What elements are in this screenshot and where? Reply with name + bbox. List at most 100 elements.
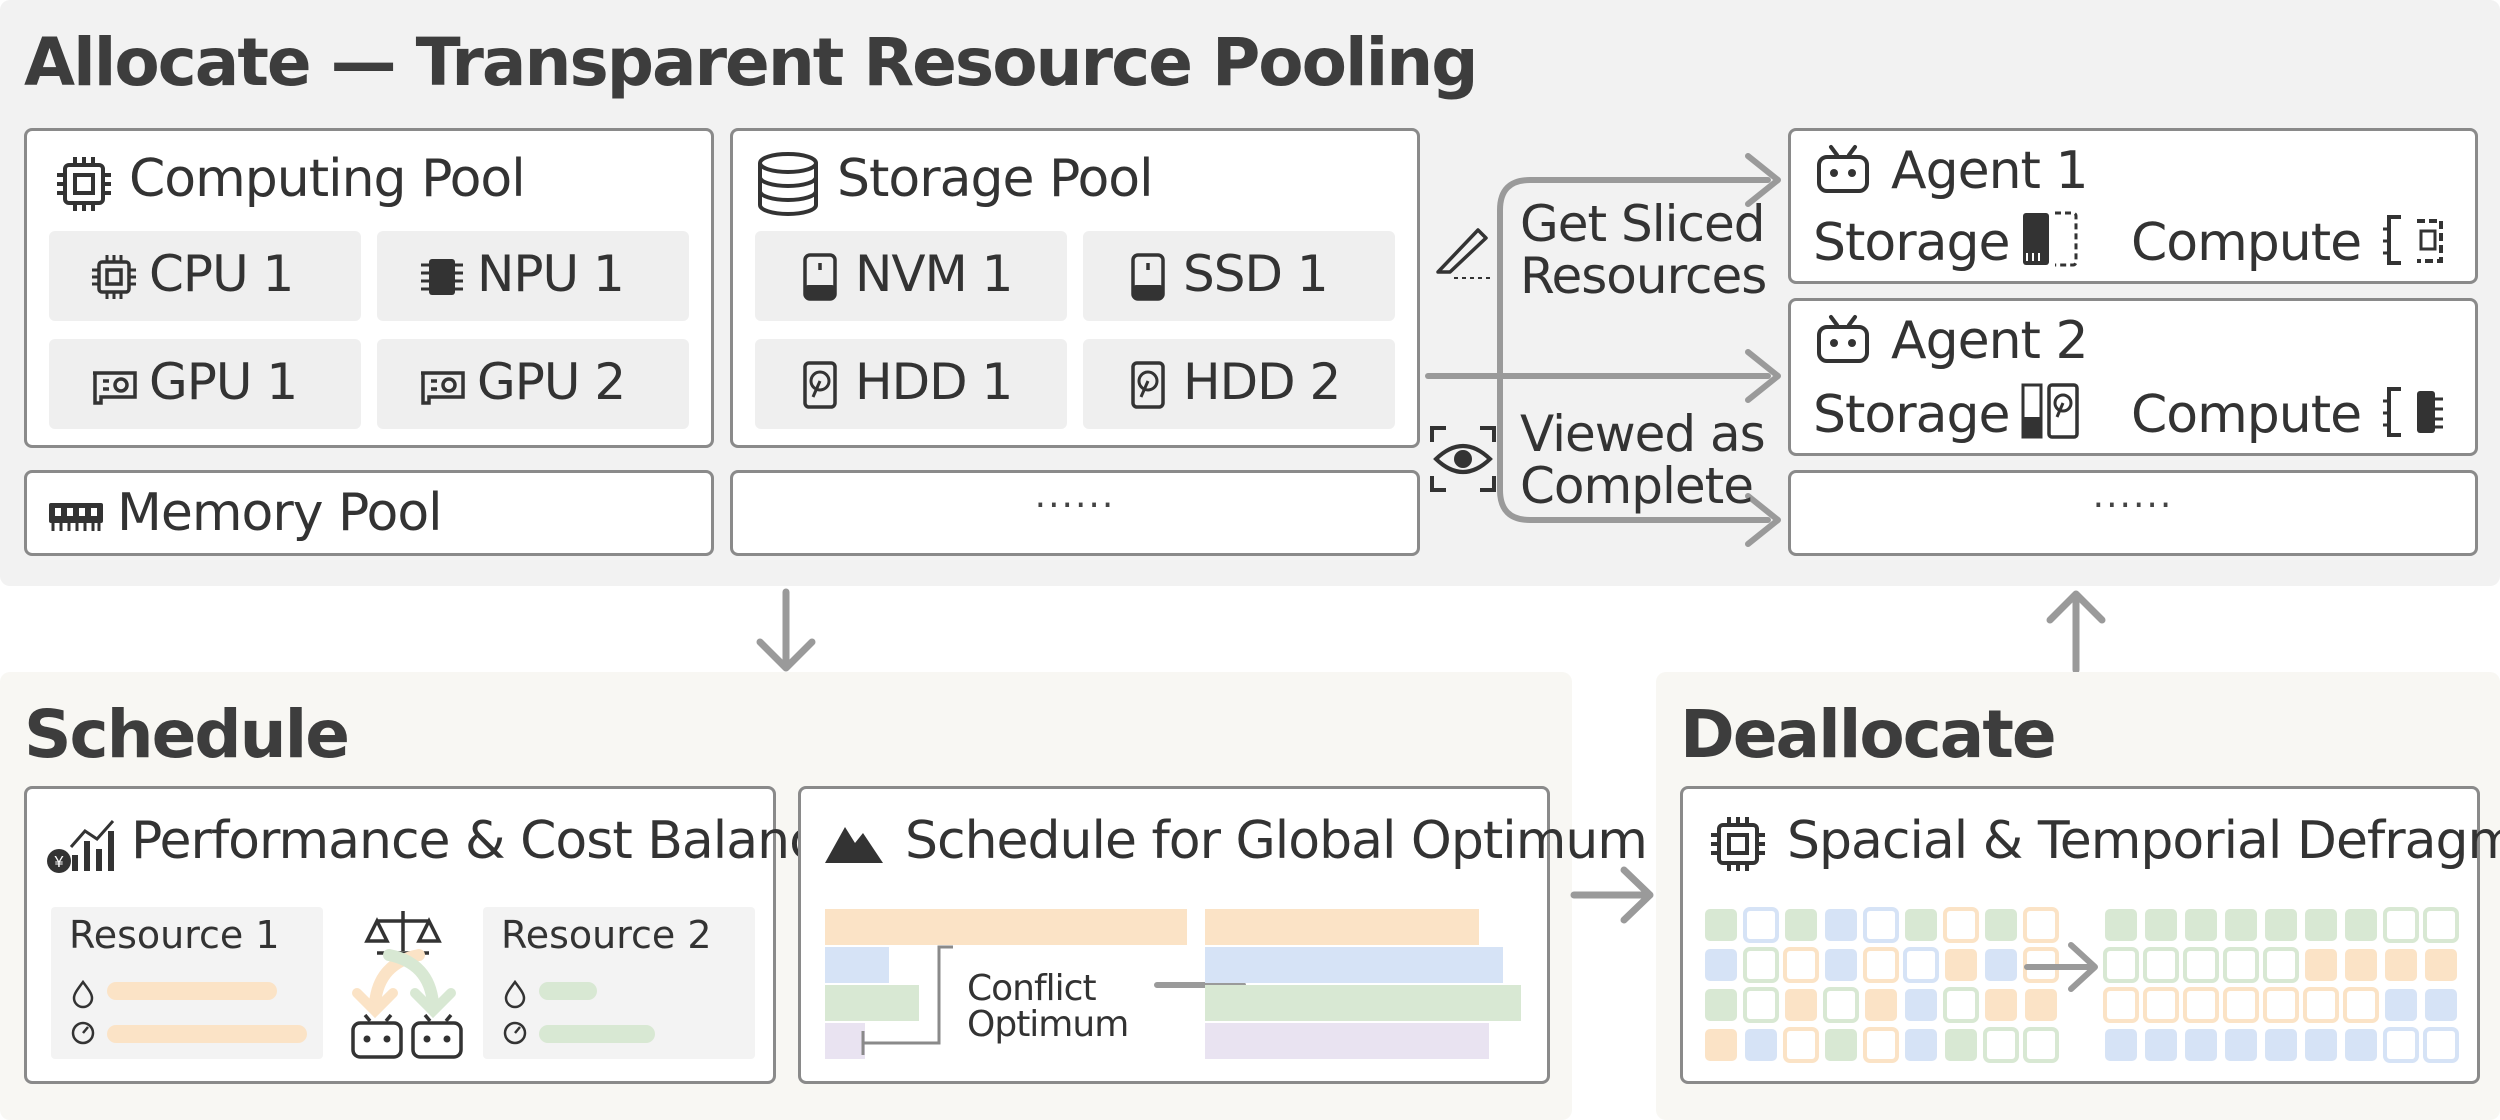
memory-block <box>2103 987 2139 1023</box>
memory-block <box>2425 949 2457 981</box>
hdd-icon <box>803 361 837 409</box>
storage-slice-icon <box>2023 211 2078 267</box>
svg-text:¥: ¥ <box>54 854 64 871</box>
allocation-flow-arrows <box>1425 153 1781 547</box>
resource-2-card: Resource 2 <box>483 907 755 1059</box>
memory-block <box>2303 987 2339 1023</box>
gantt-bar-green-optimal <box>1205 985 1521 1021</box>
robot-icon <box>1817 145 1869 193</box>
memory-block <box>1863 1027 1899 1063</box>
memory-block <box>2223 987 2259 1023</box>
memory-block <box>2105 909 2137 941</box>
memory-pool-box: Memory Pool <box>24 470 714 556</box>
drive-icon <box>803 253 837 301</box>
memory-block <box>1983 1027 2019 1063</box>
gantt-bar-blue <box>825 947 889 983</box>
memory-block <box>2265 909 2297 941</box>
conflict-bracket <box>861 945 953 1055</box>
memory-block <box>1825 909 1857 941</box>
balance-graphic <box>71 911 655 1059</box>
eye-icon <box>1430 426 1496 492</box>
memory-block <box>1945 1029 1977 1061</box>
defragment-box: Spacial & Temporial Defragment <box>1680 786 2500 1084</box>
agent-1-compute-label: Compute <box>2131 213 2362 273</box>
drive-icon <box>1131 253 1165 301</box>
gpu-icon <box>93 371 137 405</box>
memory-block <box>1863 947 1899 983</box>
speed-gauge-icon <box>71 1021 95 1045</box>
memory-block <box>2343 987 2379 1023</box>
more-pools-ellipsis: ······ <box>1034 485 1116 526</box>
memory-block <box>1823 987 1859 1023</box>
pool-tile-hdd2: HDD 2 <box>1083 339 1395 429</box>
memory-block <box>2225 909 2257 941</box>
agent-2-title: Agent 2 <box>1891 311 2089 371</box>
performance-cost-title: Performance & Cost Balance <box>131 811 849 871</box>
resource-1-label: Resource 1 <box>69 913 280 957</box>
resource-1-bar-energy <box>107 982 277 1000</box>
memory-block <box>2345 1029 2377 1061</box>
tile-label: HDD 1 <box>855 353 1013 411</box>
gantt-bar-green <box>825 985 919 1021</box>
computing-pool-title: Computing Pool <box>129 149 526 209</box>
pool-tile-gpu2: GPU 2 <box>377 339 689 429</box>
pool-tile-gpu1: GPU 1 <box>49 339 361 429</box>
memory-block <box>2263 947 2299 983</box>
more-agents-ellipsis: ······ <box>2092 485 2174 526</box>
more-agents-box: ······ <box>1788 470 2478 556</box>
memory-block <box>2145 1029 2177 1061</box>
allocate-title: Allocate — Transparent Resource Pooling <box>24 24 1478 101</box>
robot-icon <box>411 1013 463 1059</box>
pool-tile-npu1: NPU 1 <box>377 231 689 321</box>
section-arrows <box>756 588 2106 674</box>
defragment-grids <box>1705 907 2459 1063</box>
memory-block <box>2305 949 2337 981</box>
arrow-up-to-agents <box>2046 590 2106 674</box>
memory-block <box>2025 989 2057 1021</box>
memory-block <box>2185 1029 2217 1061</box>
database-icon <box>758 152 818 217</box>
memory-block <box>2385 949 2417 981</box>
complete-label-line2: Complete <box>1520 457 1754 515</box>
memory-block <box>1705 1029 1737 1061</box>
resource-2-bar-energy <box>539 982 597 1000</box>
memory-block <box>2423 1027 2459 1063</box>
memory-block <box>1905 989 1937 1021</box>
sliced-label-line1: Get Sliced <box>1520 195 1766 253</box>
tile-label: GPU 2 <box>477 353 626 411</box>
memory-block <box>2023 907 2059 943</box>
memory-block <box>1705 909 1737 941</box>
arrow-down-to-schedule <box>756 588 816 672</box>
memory-block <box>1785 989 1817 1021</box>
memory-block <box>2263 987 2299 1023</box>
gantt-bar-blue-optimal <box>1205 947 1503 983</box>
memory-block <box>2305 1029 2337 1061</box>
schedule-gantt <box>825 909 1521 1059</box>
conflict-label: Conflict <box>967 968 1097 1009</box>
agent-1-title: Agent 1 <box>1891 141 2089 201</box>
memory-block <box>2385 989 2417 1021</box>
memory-block <box>1985 949 2017 981</box>
resource-2-bar-speed <box>539 1025 655 1043</box>
memory-block <box>2223 947 2259 983</box>
memory-block <box>2345 909 2377 941</box>
tile-label: NVM 1 <box>855 245 1013 303</box>
pool-tile-ssd1: SSD 1 <box>1083 231 1395 321</box>
memory-block <box>1865 989 1897 1021</box>
global-optimum-box: Schedule for Global Optimum Conflict Opt… <box>798 786 1648 1084</box>
memory-block <box>1705 949 1737 981</box>
memory-block <box>1705 989 1737 1021</box>
memory-block <box>1743 947 1779 983</box>
memory-block <box>2345 949 2377 981</box>
memory-block <box>1863 907 1899 943</box>
memory-block <box>1743 907 1779 943</box>
memory-block <box>1945 949 1977 981</box>
gantt-bar-lavender-optimal <box>1205 1023 1489 1059</box>
gantt-bar-peach-optimal <box>1205 909 1479 945</box>
memory-block <box>2105 1029 2137 1061</box>
defragment-title: Spacial & Temporial Defragment <box>1787 811 2500 871</box>
global-optimum-title: Schedule for Global Optimum <box>905 811 1648 871</box>
complete-label-line1: Viewed as <box>1520 405 1766 463</box>
memory-block <box>2185 909 2217 941</box>
